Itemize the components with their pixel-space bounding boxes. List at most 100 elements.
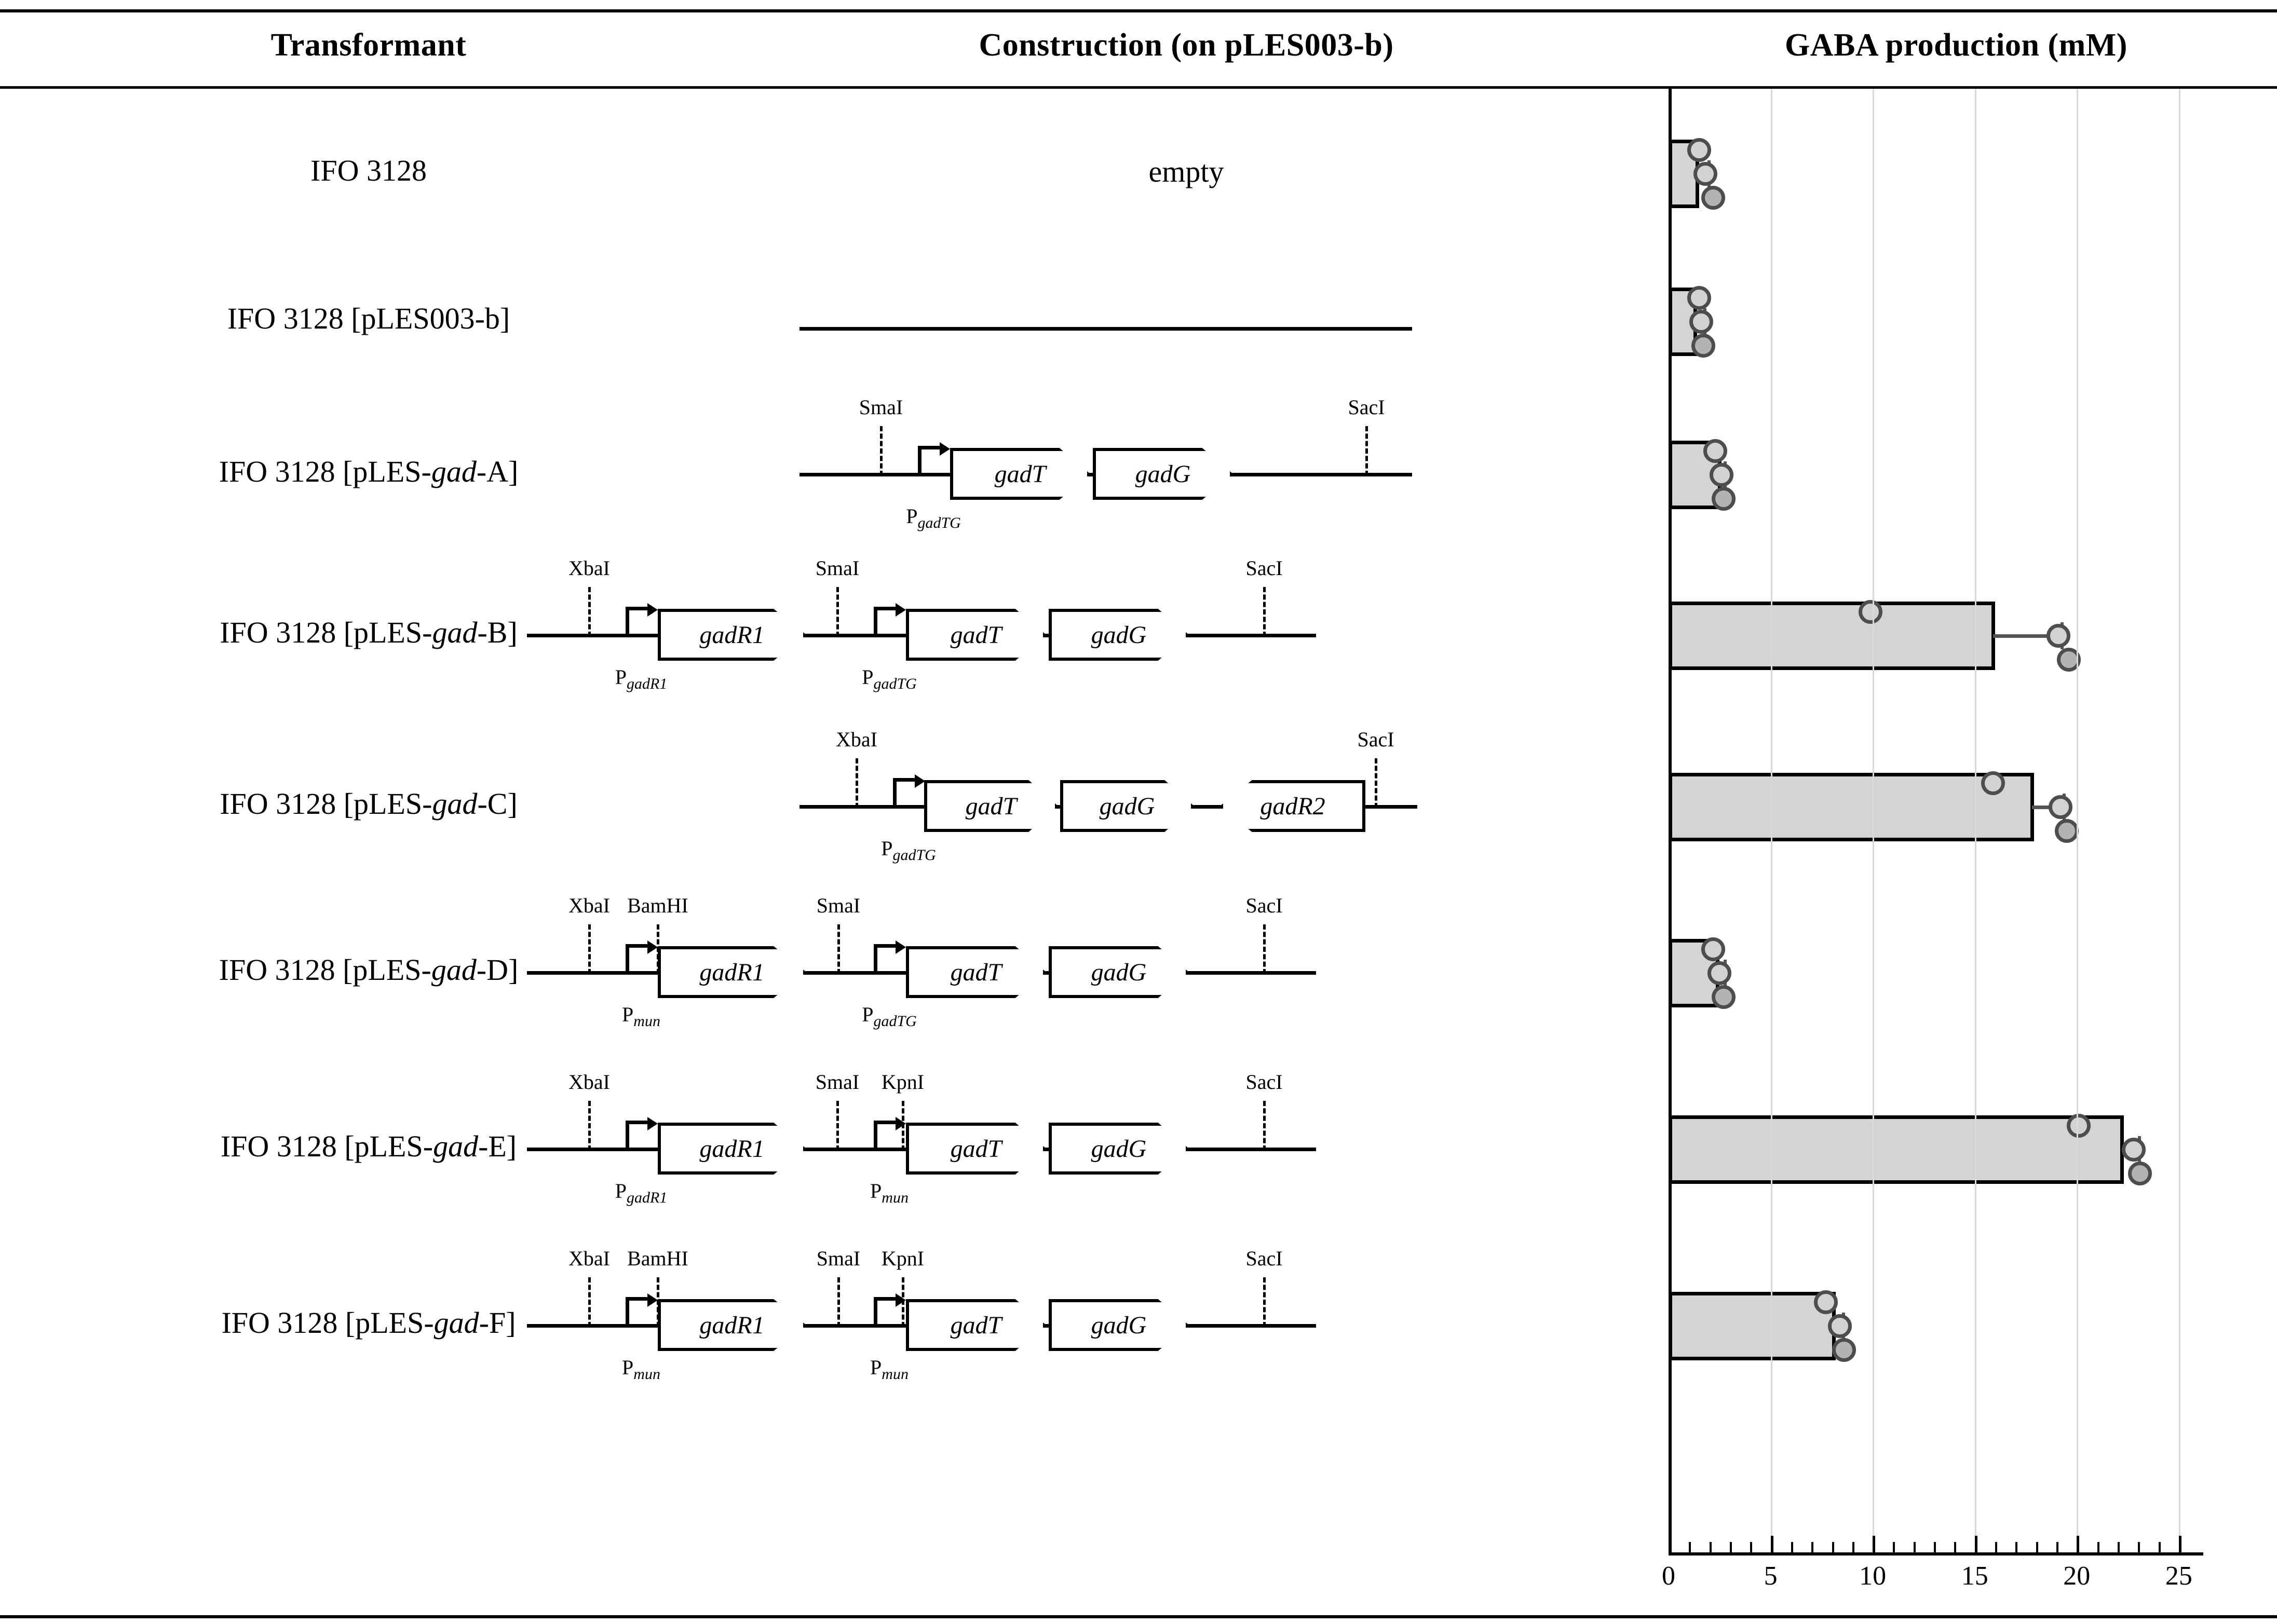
x-tick-label: 25 [2165, 1561, 2192, 1591]
gene-label: gadT [994, 460, 1046, 488]
gene-label: gadT [950, 1135, 1002, 1163]
transformant-name: IFO 3128 [pLES-gad-A] [219, 455, 519, 488]
transformant-name: IFO 3128 [pLES-gad-F] [221, 1306, 516, 1340]
restriction-site-label: BamHI [627, 1247, 688, 1270]
x-tick-major [1669, 1536, 1671, 1555]
promoter-arrow-icon [626, 1293, 658, 1324]
gene-arrow-gadG: gadG [1049, 946, 1189, 998]
promoter-label: PgadTG [906, 504, 961, 531]
bar [1669, 1115, 2124, 1184]
restriction-site-label: SacI [1357, 728, 1394, 751]
data-point [1693, 162, 1717, 186]
x-tick-label: 15 [1961, 1561, 1988, 1591]
promoter-arrow-icon [874, 1117, 906, 1148]
gene-label: gadG [1091, 1135, 1147, 1163]
transformant-name: IFO 3128 [pLES-gad-D] [219, 953, 519, 987]
promoter-label: Pmun [870, 1179, 909, 1206]
x-tick-minor [1729, 1542, 1732, 1555]
data-point [2067, 1114, 2091, 1138]
x-tick-major [1873, 1536, 1876, 1555]
x-tick-major [2178, 1536, 2181, 1555]
restriction-site-label: KpnI [881, 1070, 925, 1094]
column-header-gaba-production: GABA production (mM) [1785, 28, 2127, 63]
data-point [1687, 138, 1711, 162]
gene-label: gadR1 [699, 1135, 765, 1163]
x-tick-minor [1995, 1542, 1997, 1555]
gene-arrow-gadT: gadT [906, 1123, 1046, 1175]
bar [1669, 773, 2034, 841]
data-point [2128, 1162, 2152, 1185]
data-point [2122, 1138, 2146, 1162]
restriction-site-marker [1263, 1277, 1266, 1327]
gridline [1873, 89, 1875, 1552]
restriction-site-label: SacI [1245, 1247, 1283, 1270]
data-point [1689, 310, 1713, 334]
data-point [2056, 648, 2081, 672]
data-point [1701, 937, 1726, 961]
gene-arrow-gadT: gadT [950, 448, 1090, 500]
restriction-site-marker [1263, 587, 1266, 637]
restriction-site-label: XbaI [568, 556, 610, 580]
restriction-site-label: SacI [1245, 894, 1283, 917]
transformant-name: IFO 3128 [310, 154, 427, 187]
x-tick-minor [2117, 1542, 2120, 1555]
y-axis-line [1669, 89, 1672, 1552]
bar [1669, 1292, 1836, 1360]
gene-label: gadT [950, 958, 1002, 986]
gene-label: gadT [965, 792, 1017, 820]
construct-plain-backbone [799, 327, 1412, 331]
data-point [1859, 600, 1883, 624]
transformant-name: IFO 3128 [pLES-gad-C] [220, 787, 518, 821]
restriction-site-marker [588, 1101, 591, 1151]
promoter-arrow-icon [626, 603, 658, 634]
restriction-site-label: XbaI [568, 1070, 610, 1094]
x-tick-minor [2158, 1542, 2161, 1555]
gene-arrow-gadG: gadG [1049, 609, 1189, 661]
gene-arrow-gadR1: gadR1 [658, 609, 806, 661]
x-tick-major [1974, 1536, 1977, 1555]
gene-label: gadR1 [699, 1311, 765, 1339]
x-tick-minor [1893, 1542, 1895, 1555]
promoter-label: Pmun [870, 1356, 909, 1383]
data-point [1701, 186, 1726, 210]
restriction-site-marker [588, 1277, 591, 1327]
x-tick-minor [1689, 1542, 1691, 1555]
x-tick-minor [2015, 1542, 2018, 1555]
gene-arrow-gadT: gadT [906, 1299, 1046, 1351]
x-tick-minor [2097, 1542, 2099, 1555]
construct-empty-label: empty [1148, 155, 1224, 188]
gene-label: gadG [1091, 621, 1147, 649]
data-point [1712, 487, 1736, 511]
x-tick-minor [2138, 1542, 2140, 1555]
promoter-arrow-icon [626, 1117, 658, 1148]
error-bar [2031, 806, 2063, 809]
restriction-site-label: BamHI [627, 894, 688, 917]
gene-arrow-gadT: gadT [906, 946, 1046, 998]
data-point [1707, 961, 1732, 985]
x-tick-label: 5 [1764, 1561, 1778, 1591]
promoter-arrow-icon [874, 603, 906, 634]
gene-arrow-gadT: gadT [906, 609, 1046, 661]
x-tick-minor [1954, 1542, 1957, 1555]
transformant-name: IFO 3128 [pLES-gad-E] [220, 1129, 517, 1163]
gene-label: gadR1 [699, 621, 765, 649]
table-top-rule [0, 9, 2277, 12]
data-point [1981, 771, 2005, 795]
restriction-site-label: SmaI [859, 395, 903, 419]
data-point [2048, 795, 2072, 819]
restriction-site-marker [880, 426, 883, 476]
gene-arrow-gadT: gadT [924, 780, 1058, 832]
restriction-site-marker [836, 1101, 839, 1151]
gene-arrow-gadG: gadG [1049, 1299, 1189, 1351]
x-tick-label: 10 [1859, 1561, 1887, 1591]
restriction-site-marker [836, 587, 839, 637]
restriction-site-label: SacI [1245, 556, 1283, 580]
promoter-arrow-icon [874, 1293, 906, 1324]
x-tick-minor [2056, 1542, 2058, 1555]
x-tick-minor [1913, 1542, 1916, 1555]
gene-label: gadG [1099, 792, 1155, 820]
